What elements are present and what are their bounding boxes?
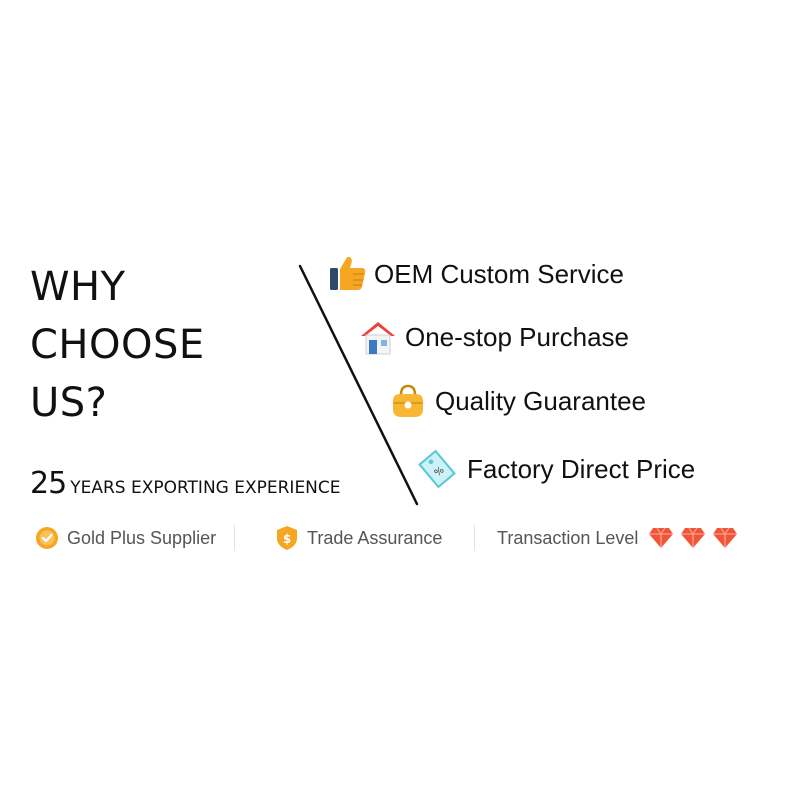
experience-years: 25 (30, 466, 67, 501)
badge-label: Gold Plus Supplier (67, 527, 217, 548)
purse-icon (393, 384, 423, 417)
feature-label: Factory Direct Price (467, 453, 696, 484)
heading-line-2: CHOOSE (30, 322, 205, 368)
feature-quality-guarantee: Quality Guarantee (388, 381, 646, 421)
why-choose-us-heading: WHY CHOOSE US? (30, 258, 205, 432)
feature-label: One-stop Purchase (405, 321, 630, 352)
feature-oem-custom-service: OEM Custom Service (327, 254, 624, 294)
badge-label: Transaction Level (497, 527, 639, 548)
diamond-icon (649, 527, 674, 548)
badge-divider (234, 525, 235, 551)
badge-transaction-level: Transaction Level (497, 520, 744, 556)
badge-gold-plus-supplier: Gold Plus Supplier (35, 520, 216, 556)
badge-label: Trade Assurance (307, 527, 443, 548)
feature-label: OEM Custom Service (374, 258, 624, 289)
transaction-level-diamonds (648, 527, 744, 549)
thumbs-up-icon (330, 256, 366, 290)
badge-divider (474, 525, 475, 551)
shield-dollar-icon: $ (277, 526, 297, 550)
feature-label: Quality Guarantee (435, 385, 647, 416)
badge-strip: Gold Plus Supplier $ Trade Assurance Tra… (30, 520, 770, 556)
price-tag-icon: % (418, 449, 456, 489)
diamond-icon (681, 527, 706, 548)
svg-text:$: $ (283, 532, 291, 546)
badge-trade-assurance: $ Trade Assurance (275, 520, 442, 556)
feature-one-stop-purchase: One-stop Purchase (358, 317, 629, 357)
experience-text: YEARS EXPORTING EXPERIENCE (70, 478, 341, 498)
feature-factory-direct-price: % Factory Direct Price (414, 446, 695, 492)
diamond-icon (713, 527, 738, 548)
gold-medal-icon (36, 527, 58, 549)
heading-line-3: US? (30, 380, 108, 426)
heading-line-1: WHY (30, 264, 126, 310)
house-icon (361, 322, 395, 355)
